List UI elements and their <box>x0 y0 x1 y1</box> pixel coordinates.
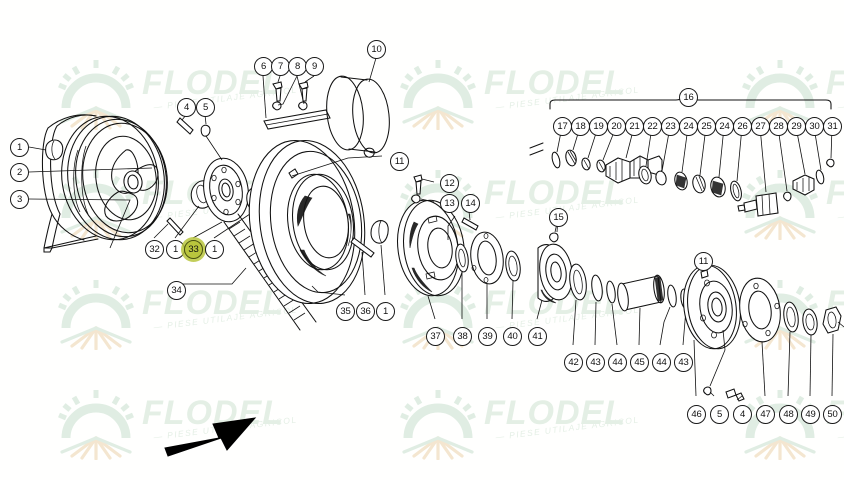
callout-bubble-1[interactable]: 1 <box>166 240 185 259</box>
callout-bubble-21[interactable]: 21 <box>625 117 644 136</box>
callout-bubble-39[interactable]: 39 <box>478 327 497 346</box>
callout-bubble-25[interactable]: 25 <box>697 117 716 136</box>
callout-bubble-12[interactable]: 12 <box>440 174 459 193</box>
callout-bubble-13[interactable]: 13 <box>440 194 459 213</box>
callout-bubble-10[interactable]: 10 <box>367 40 386 59</box>
callout-bubble-41[interactable]: 41 <box>528 327 547 346</box>
callout-bubble-38[interactable]: 38 <box>453 327 472 346</box>
callout-bubble-4[interactable]: 4 <box>177 98 196 117</box>
spacer-bar-and-bolts <box>262 75 331 130</box>
callout-bubble-19[interactable]: 19 <box>589 117 608 136</box>
seal-rings-and-hub <box>455 218 573 320</box>
callout-bubble-40[interactable]: 40 <box>503 327 522 346</box>
callout-bubble-50[interactable]: 50 <box>823 405 842 424</box>
callout-bubble-11[interactable]: 11 <box>694 252 713 271</box>
callout-bubble-5[interactable]: 5 <box>710 405 729 424</box>
callout-bubble-15[interactable]: 15 <box>549 208 568 227</box>
callout-bubble-28[interactable]: 28 <box>769 117 788 136</box>
callout-bubble-22[interactable]: 22 <box>643 117 662 136</box>
callout-bubble-43[interactable]: 43 <box>586 353 605 372</box>
callout-bubble-48[interactable]: 48 <box>779 405 798 424</box>
callout-bubble-24[interactable]: 24 <box>679 117 698 136</box>
callout-bubble-2[interactable]: 2 <box>10 163 29 182</box>
v-belt-pulley-assembly <box>28 114 168 253</box>
callout-bubble-17[interactable]: 17 <box>553 117 572 136</box>
callout-bubble-31[interactable]: 31 <box>823 117 842 136</box>
callout-bubble-29[interactable]: 29 <box>787 117 806 136</box>
callout-bubble-44[interactable]: 44 <box>652 353 671 372</box>
callout-bubble-35[interactable]: 35 <box>336 302 355 321</box>
callout-bubble-1[interactable]: 1 <box>10 138 29 157</box>
callout-bubble-20[interactable]: 20 <box>607 117 626 136</box>
callout-bubble-47[interactable]: 47 <box>756 405 775 424</box>
callout-bubble-3[interactable]: 3 <box>10 190 29 209</box>
callout-bubble-45[interactable]: 45 <box>630 353 649 372</box>
callout-bubble-36[interactable]: 36 <box>356 302 375 321</box>
flywheel-assembly <box>248 139 383 305</box>
callout-bubble-42[interactable]: 42 <box>564 353 583 372</box>
callout-bubble-4[interactable]: 4 <box>733 405 752 424</box>
callout-bubble-30[interactable]: 30 <box>805 117 824 136</box>
callout-bubble-18[interactable]: 18 <box>571 117 590 136</box>
callout-bubble-16[interactable]: 16 <box>679 88 698 107</box>
callout-bubble-1[interactable]: 1 <box>376 302 395 321</box>
callout-bubble-24[interactable]: 24 <box>715 117 734 136</box>
callout-bubble-1[interactable]: 1 <box>205 240 224 259</box>
callout-bubble-5[interactable]: 5 <box>196 98 215 117</box>
belt-ring-band <box>326 57 390 154</box>
callout-bubble-43[interactable]: 43 <box>674 353 693 372</box>
sleeve-and-washers <box>569 263 690 346</box>
end-hub-assembly <box>683 264 844 402</box>
callout-bubble-44[interactable]: 44 <box>608 353 627 372</box>
callout-bubble-23[interactable]: 23 <box>661 117 680 136</box>
callout-bubble-34[interactable]: 34 <box>167 281 186 300</box>
assembly-direction-arrow <box>163 412 263 467</box>
callout-bubble-6[interactable]: 6 <box>254 57 273 76</box>
callout-bubble-11[interactable]: 11 <box>390 152 409 171</box>
flywheel-pin-collar <box>350 220 389 296</box>
bearing-housing <box>397 174 479 320</box>
callout-bubble-32[interactable]: 32 <box>145 240 164 259</box>
callout-bubble-33[interactable]: 33 <box>184 240 203 259</box>
bracketed-fitting-assembly <box>529 91 835 233</box>
callout-bubble-14[interactable]: 14 <box>461 194 480 213</box>
callout-bubble-49[interactable]: 49 <box>801 405 820 424</box>
callout-bubble-9[interactable]: 9 <box>305 57 324 76</box>
callout-bubble-27[interactable]: 27 <box>751 117 770 136</box>
callout-bubble-37[interactable]: 37 <box>426 327 445 346</box>
callout-bubble-26[interactable]: 26 <box>733 117 752 136</box>
callout-bubble-46[interactable]: 46 <box>687 405 706 424</box>
